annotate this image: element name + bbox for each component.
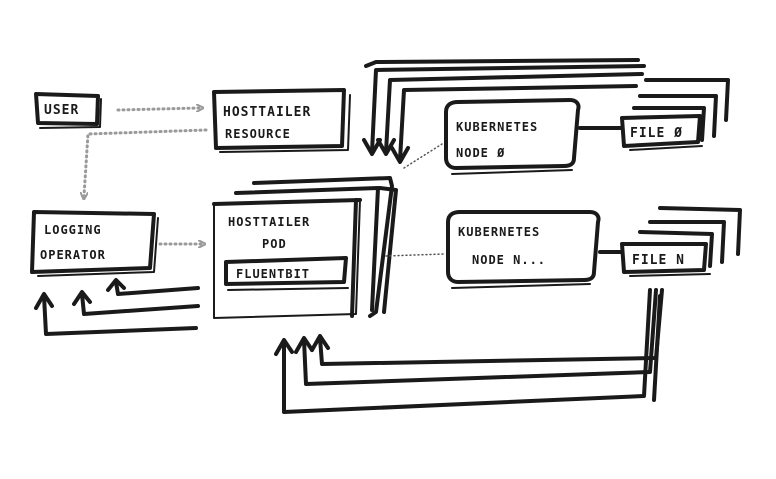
pod-to-operator-return-arrows xyxy=(34,278,200,336)
fluentbit-box: FLUENTBIT xyxy=(224,256,349,291)
user-to-resource-arrow xyxy=(116,108,200,110)
user-box: USER xyxy=(34,92,102,129)
logging-operator-label-2: OPERATOR xyxy=(40,248,106,262)
kubernetes-node-0-label-2: NODE Ø xyxy=(456,146,505,160)
user-label: USER xyxy=(44,103,79,118)
kubernetes-node-0-box: KUBERNETES NODE Ø xyxy=(444,98,581,175)
file-n-to-pod-return-arrows xyxy=(274,288,664,414)
fluentbit-label: FLUENTBIT xyxy=(236,267,310,281)
hosttailer-resource-label-2: RESOURCE xyxy=(225,127,291,141)
hosttailer-pod-label-2: POD xyxy=(262,237,287,251)
file-n-stack xyxy=(638,206,742,268)
pod-to-node-0-link xyxy=(403,143,443,169)
hosttailer-pod-label-1: HOSTTAILER xyxy=(228,215,310,229)
file-0-to-pod-return-arrows xyxy=(362,58,646,164)
hosttailer-pod-stack xyxy=(234,176,398,318)
pod-to-node-n-link xyxy=(385,253,445,257)
kubernetes-node-n-box: KUBERNETES NODE N... xyxy=(446,210,601,289)
file-0-box: FILE Ø xyxy=(620,114,703,151)
resource-to-operator-arrow xyxy=(84,128,208,196)
file-0-stack xyxy=(632,78,730,142)
hosttailer-resource-label-1: HOSTTAILER xyxy=(223,105,311,120)
hosttailer-pod-box: HOSTTAILER POD FLUENTBIT xyxy=(212,198,362,319)
kubernetes-node-n-label-1: KUBERNETES xyxy=(458,225,540,239)
file-0-label: FILE Ø xyxy=(630,126,683,141)
kubernetes-node-0-label-1: KUBERNETES xyxy=(456,120,538,134)
logging-operator-label-1: LOGGING xyxy=(44,223,102,237)
file-n-label: FILE N xyxy=(632,253,685,268)
kubernetes-node-n-label-2: NODE N... xyxy=(472,253,546,267)
file-n-box: FILE N xyxy=(620,242,711,277)
hosttailer-resource-box: HOSTTAILER RESOURCE xyxy=(212,88,351,153)
logging-operator-box: LOGGING OPERATOR xyxy=(30,210,159,277)
